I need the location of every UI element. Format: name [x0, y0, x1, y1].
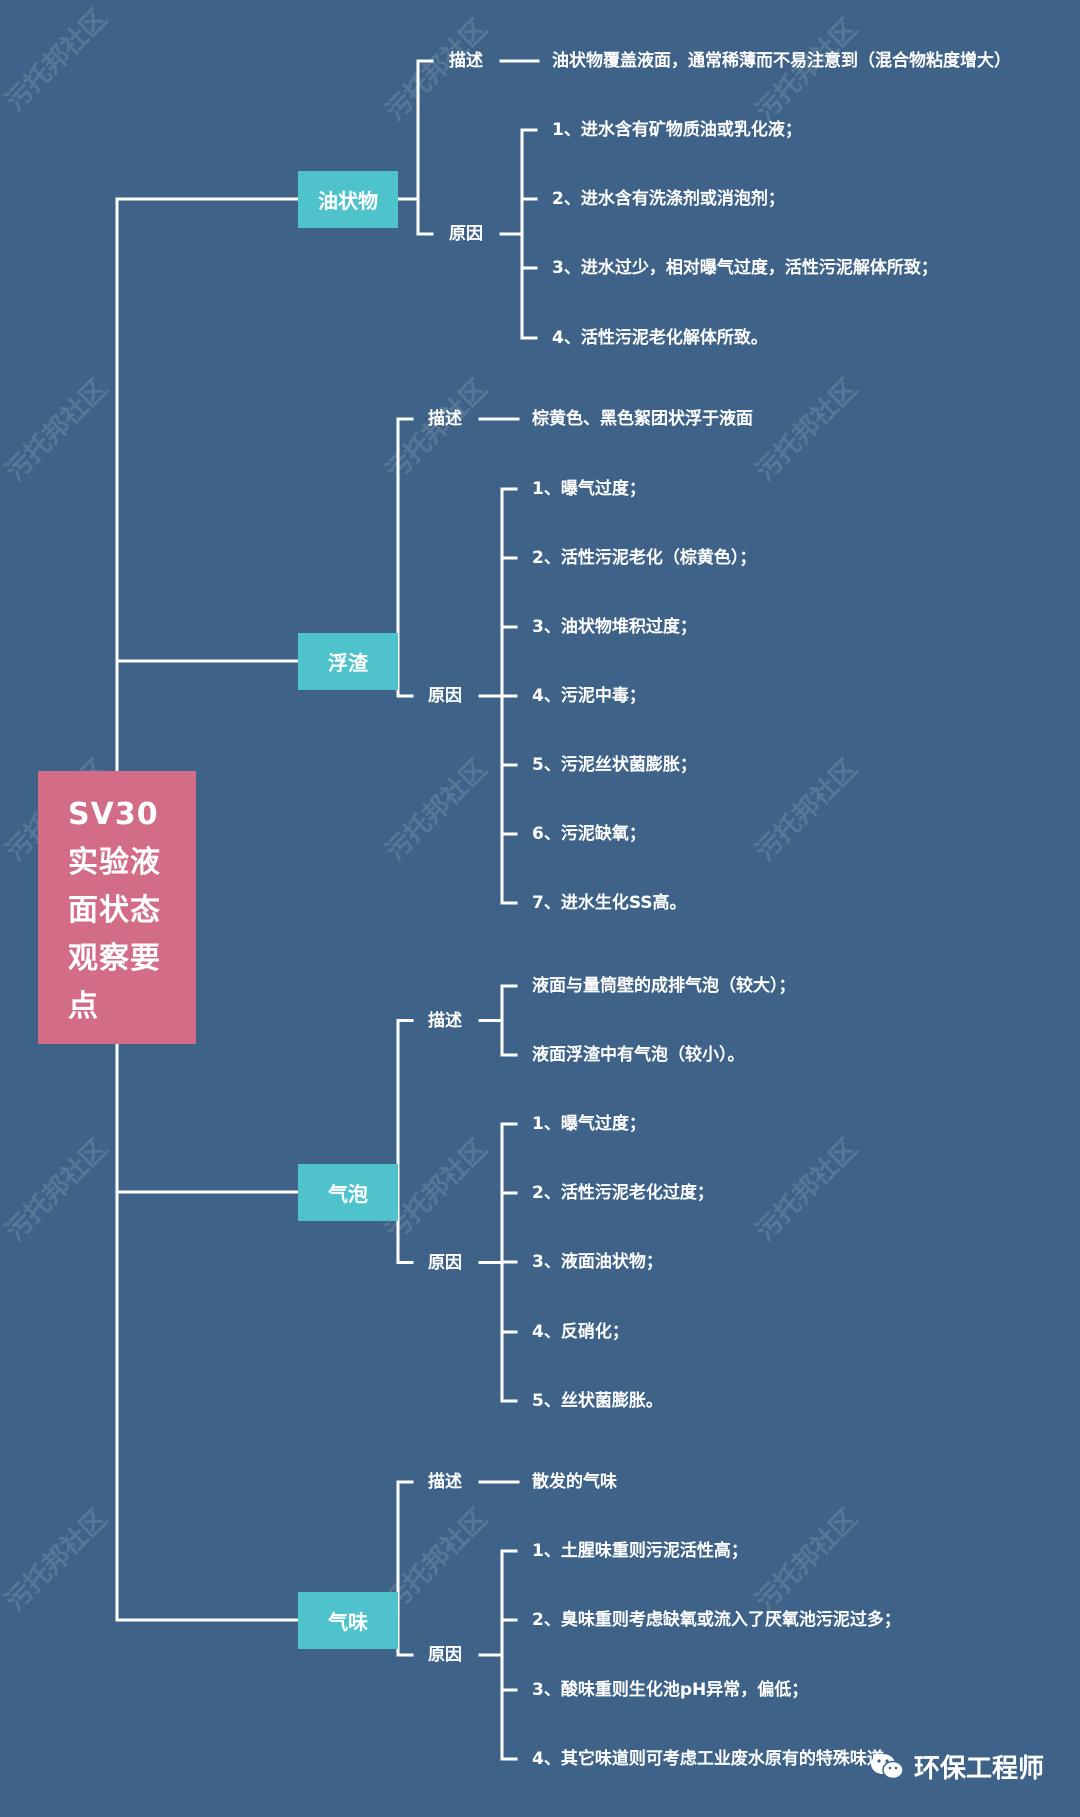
- root-title: SV30实验液面状态观察要点: [68, 797, 161, 1024]
- desc-item: 棕黄色、黑色絮团状浮于液面: [532, 409, 753, 429]
- cause-item: 1、进水含有矿物质油或乳化液；: [552, 120, 802, 140]
- brand-signature: 环保工程师: [870, 1748, 1044, 1785]
- brand-name: 环保工程师: [914, 1754, 1045, 1784]
- desc-label: 描述: [428, 1010, 462, 1031]
- cause-item: 1、曝气过度；: [532, 479, 646, 499]
- desc-item: 液面浮渣中有气泡（较小）。: [532, 1045, 745, 1065]
- cause-label: 原因: [428, 1252, 462, 1273]
- category-label: 油状物: [318, 189, 378, 213]
- category-node: 油状物: [298, 171, 398, 228]
- cause-item: 3、油状物堆积过度；: [532, 617, 697, 637]
- cause-item: 4、反硝化；: [532, 1322, 629, 1342]
- root-node: SV30实验液面状态观察要点: [38, 771, 196, 1044]
- cause-item: 1、土腥味重则污泥活性高；: [532, 1541, 748, 1561]
- desc-item: 散发的气味: [532, 1472, 617, 1492]
- cause-item: 6、污泥缺氧；: [532, 824, 646, 844]
- cause-item: 7、进水生化SS高。: [532, 893, 687, 913]
- cause-item: 3、酸味重则生化池pH异常，偏低；: [532, 1680, 809, 1700]
- category-label: 气味: [328, 1610, 368, 1634]
- cause-item: 1、曝气过度；: [532, 1114, 646, 1134]
- cause-label: 原因: [428, 1645, 462, 1665]
- category-node: 气味: [298, 1592, 398, 1649]
- cause-item: 3、进水过少，相对曝气过度，活性污泥解体所致；: [552, 258, 938, 278]
- cause-item: 4、其它味道则可考虑工业废水原有的特殊味道: [532, 1749, 884, 1769]
- category-node: 浮渣: [298, 633, 398, 690]
- cause-item: 2、进水含有洗涤剂或消泡剂；: [552, 189, 785, 209]
- cause-item: 2、活性污泥老化过度；: [532, 1183, 714, 1203]
- desc-item: 液面与量筒壁的成排气泡（较大）；: [532, 976, 796, 996]
- category-label: 浮渣: [328, 651, 368, 675]
- wechat-icon: [871, 1753, 904, 1779]
- cause-item: 2、活性污泥老化（棕黄色）；: [532, 548, 757, 568]
- cause-item: 2、臭味重则考虑缺氧或流入了厌氧池污泥过多；: [532, 1610, 901, 1630]
- cause-item: 5、丝状菌膨胀。: [532, 1391, 663, 1411]
- desc-label: 描述: [428, 1472, 462, 1492]
- category-label: 气泡: [328, 1182, 368, 1206]
- desc-item: 油状物覆盖液面，通常稀薄而不易注意到（混合物粘度增大）: [552, 51, 1011, 71]
- cause-item: 5、污泥丝状菌膨胀；: [532, 755, 697, 775]
- desc-label: 描述: [428, 409, 462, 429]
- desc-label: 描述: [449, 51, 483, 71]
- category-node: 气泡: [298, 1164, 398, 1221]
- cause-label: 原因: [449, 224, 483, 244]
- cause-label: 原因: [428, 686, 462, 706]
- cause-item: 4、活性污泥老化解体所致。: [552, 328, 768, 348]
- cause-item: 4、污泥中毒；: [532, 686, 646, 706]
- cause-item: 3、液面油状物；: [532, 1252, 663, 1272]
